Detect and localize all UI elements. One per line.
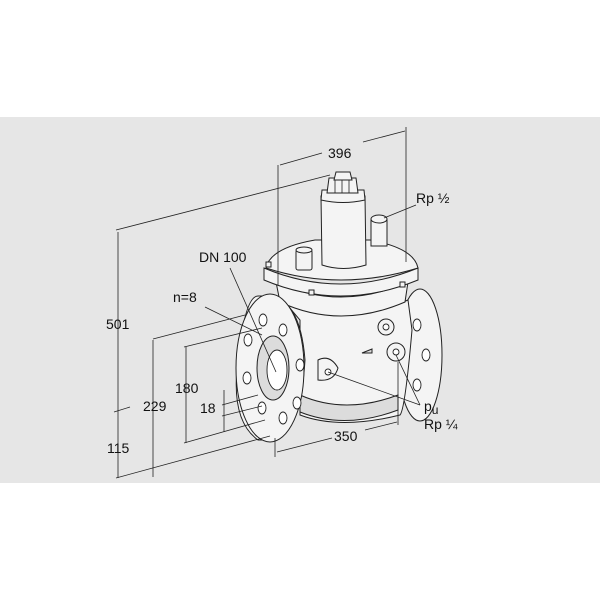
callout-pressure-port: pu [424, 398, 438, 417]
dimension-overall-height: 501 [106, 316, 130, 332]
dimension-lower-height: 115 [107, 440, 130, 456]
dimension-lines [113, 127, 421, 479]
callout-bolt-count: n=8 [173, 289, 197, 305]
left-flange [235, 293, 306, 443]
dimension-bolt-circle: 180 [175, 380, 199, 396]
callout-top-port: Rp ½ [416, 190, 450, 206]
dimension-bolt-hole: 18 [200, 400, 216, 416]
spring-column [320, 171, 367, 269]
dimension-axis-height: 229 [143, 398, 167, 414]
callout-pressure-port-thread: Rp ¼ [424, 416, 458, 432]
dimension-face-to-face: 350 [334, 428, 358, 444]
dimension-overall-width: 396 [328, 145, 352, 161]
valve-body [275, 281, 413, 423]
callout-nominal-size: DN 100 [199, 249, 247, 265]
